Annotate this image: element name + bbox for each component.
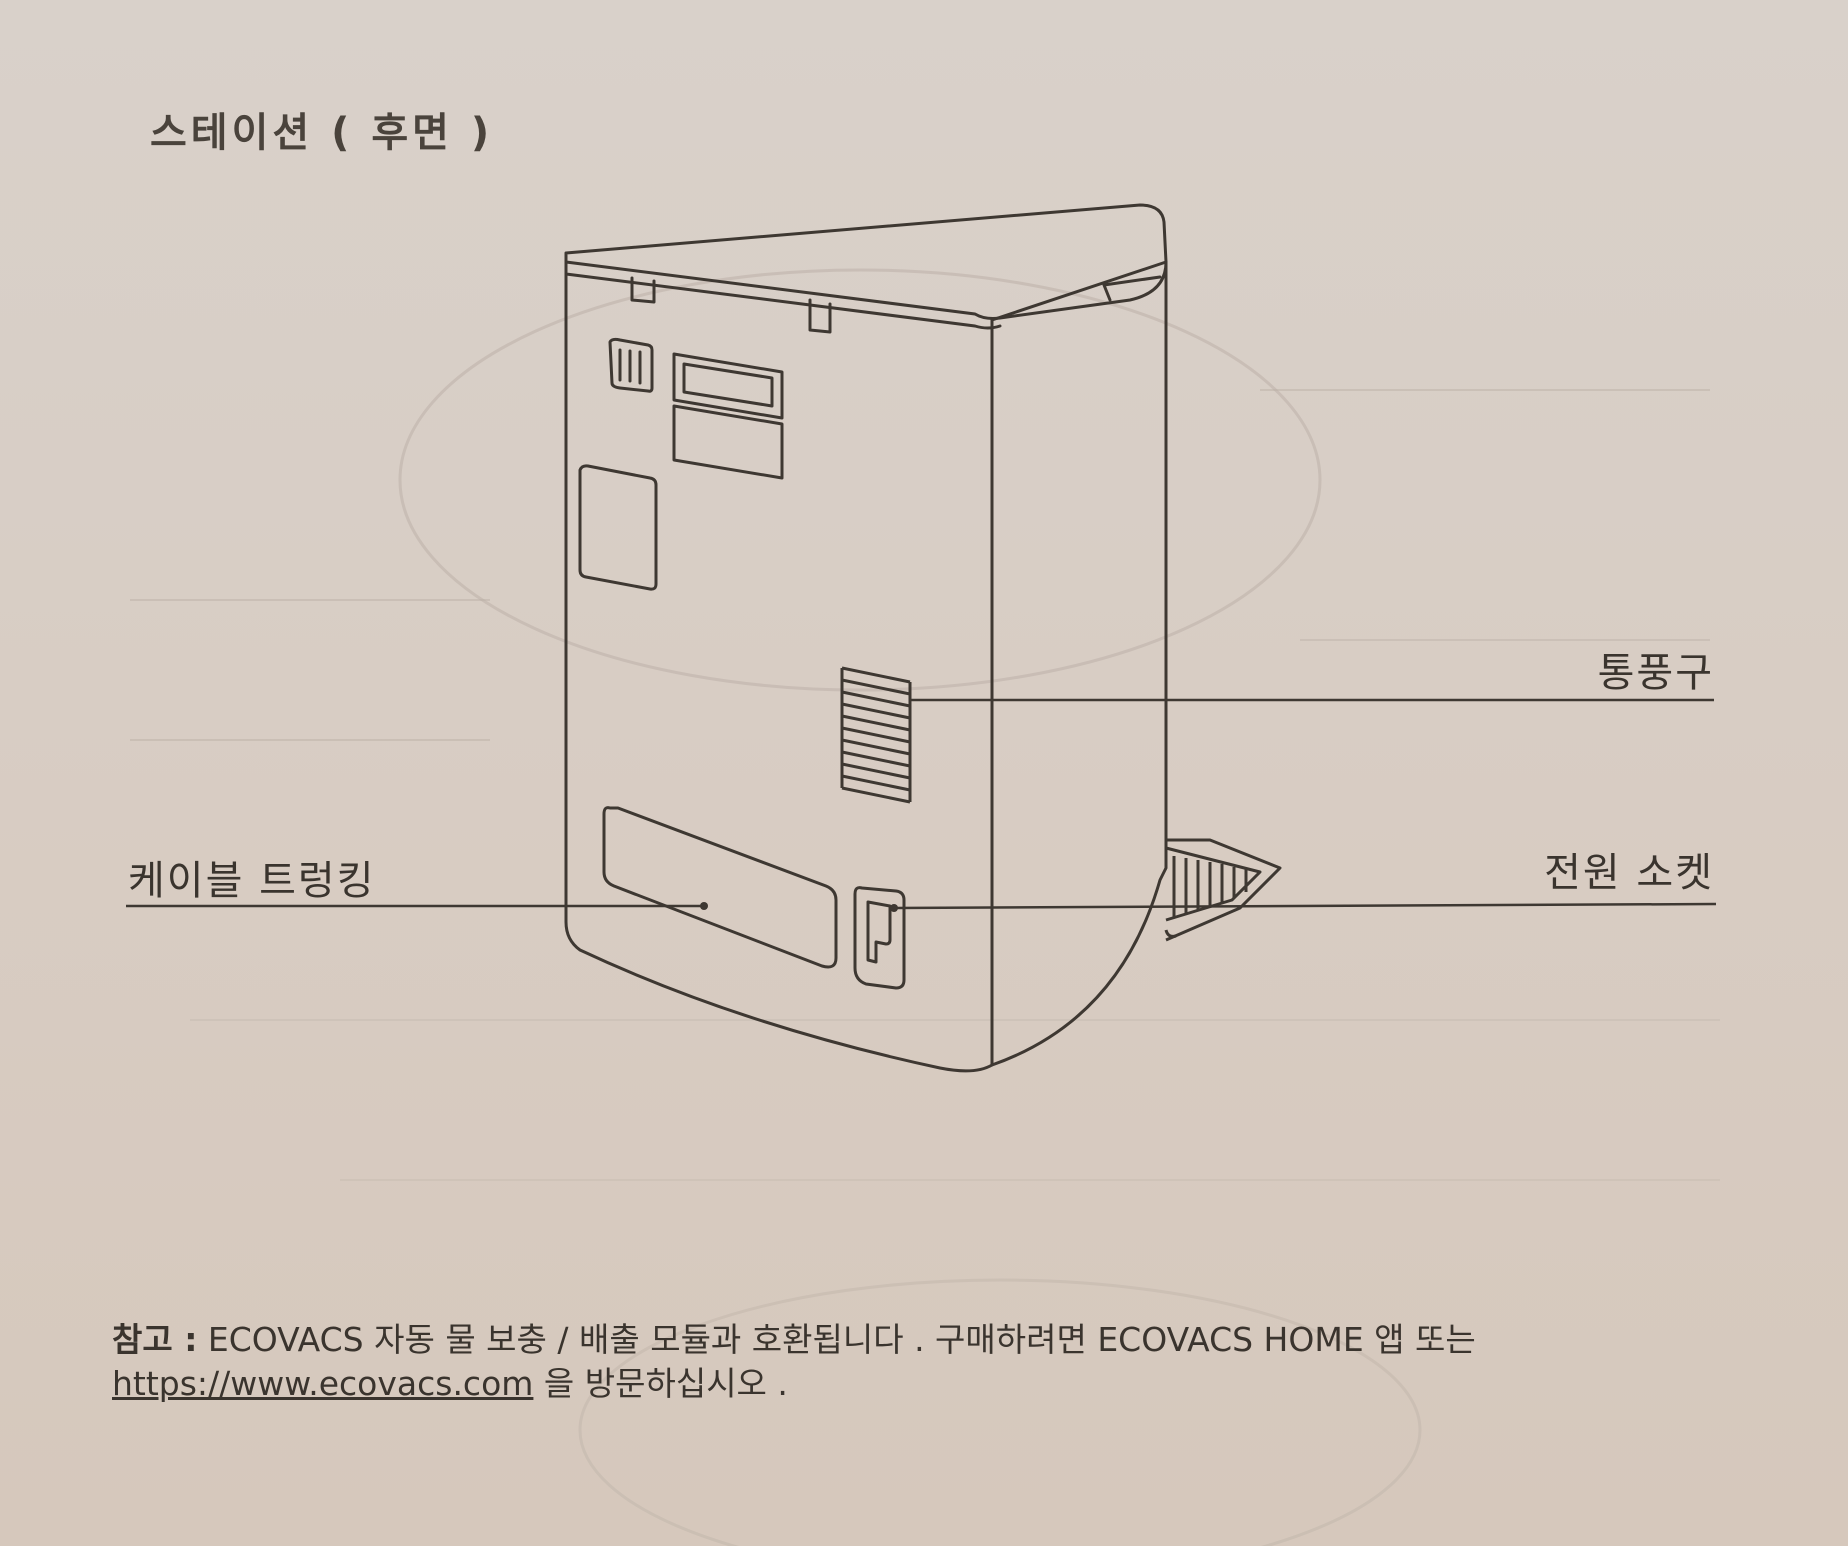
station-top-lid bbox=[564, 203, 1168, 320]
station-back-panel bbox=[564, 260, 994, 1073]
station-ramp bbox=[1164, 838, 1282, 942]
leader-line-power bbox=[893, 902, 1717, 910]
callout-vent: 통풍구 bbox=[1597, 650, 1714, 696]
callout-cable-trunking: 케이블 트렁킹 bbox=[128, 858, 376, 904]
leader-dot-cable bbox=[700, 902, 708, 910]
leader-dot-power bbox=[890, 904, 898, 912]
cable-trunking-recess bbox=[602, 806, 838, 969]
section-title: 스테이션 ( 후면 ) bbox=[150, 110, 494, 156]
station-side-panel bbox=[990, 260, 1168, 1067]
vent-grille bbox=[840, 666, 912, 804]
note-text: ECOVACS 자동 물 보충 / 배출 모듈과 호환됩니다 . 구매하려면 E… bbox=[197, 1320, 1476, 1359]
callout-power-socket: 전원 소켓 bbox=[1544, 850, 1714, 896]
note-label: 참고 : bbox=[112, 1320, 198, 1359]
ecovacs-website-link[interactable]: https://www.ecovacs.com bbox=[112, 1364, 534, 1403]
note-text-end: 을 방문하십시오 . bbox=[533, 1364, 788, 1403]
note-paragraph: 참고 : ECOVACS 자동 물 보충 / 배출 모듈과 호환됩니다 . 구매… bbox=[112, 1318, 1762, 1406]
power-socket bbox=[853, 886, 906, 990]
